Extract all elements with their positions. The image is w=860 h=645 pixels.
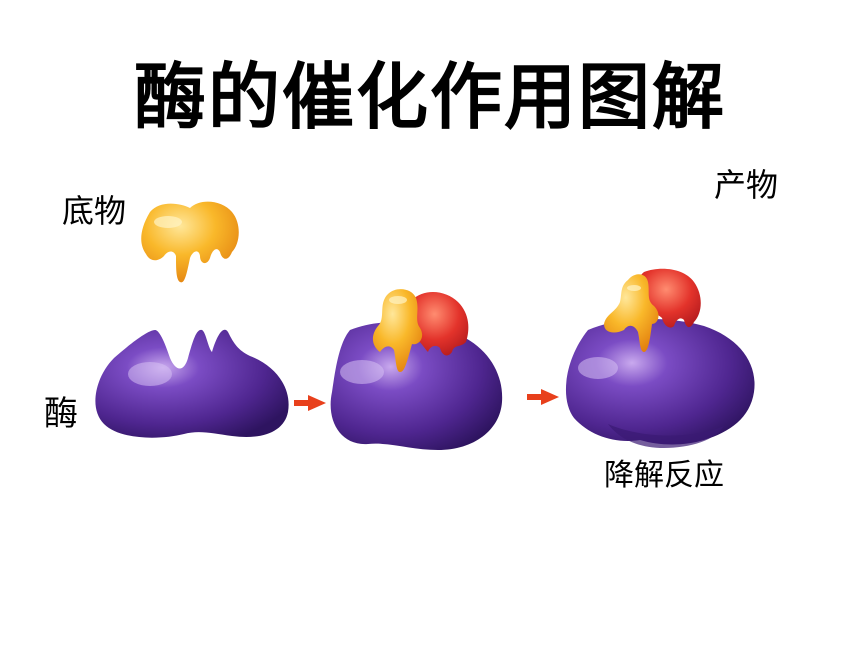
- enzyme-substrate-complex: [330, 289, 503, 450]
- substrate-blob: [141, 201, 239, 283]
- label-reaction: 降解反应: [604, 458, 724, 493]
- label-substrate: 底物: [62, 192, 127, 230]
- arrow-right-icon: [527, 389, 559, 405]
- arrow-right-icon: [294, 395, 326, 411]
- enzyme-blob: [95, 329, 289, 438]
- label-enzyme: 酶: [44, 394, 78, 434]
- enzyme-blob-released: [565, 318, 755, 448]
- product-blob-yellow: [604, 274, 659, 352]
- label-product: 产物: [714, 166, 779, 204]
- page-title: 酶的催化作用图解: [133, 55, 726, 139]
